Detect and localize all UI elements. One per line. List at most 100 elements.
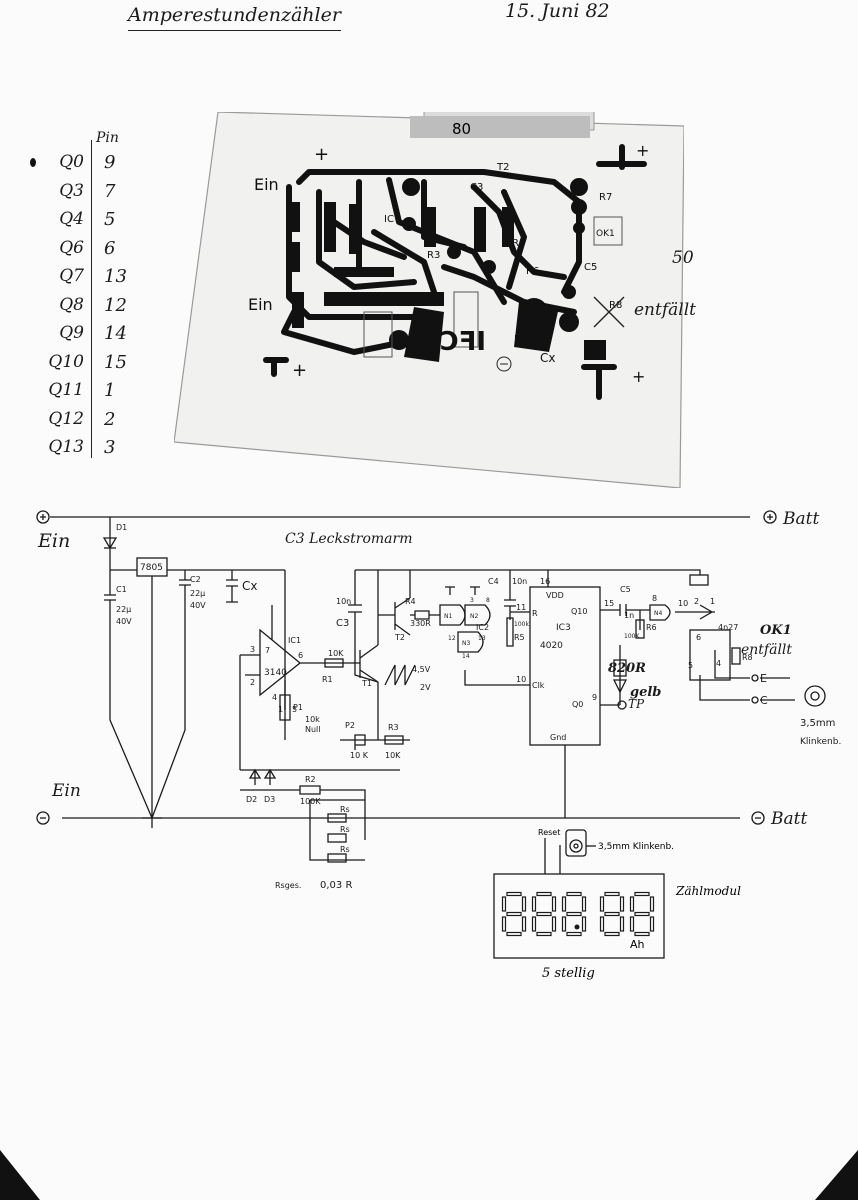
svg-text:4,5V: 4,5V <box>412 665 431 674</box>
svg-text:100K: 100K <box>624 633 640 640</box>
module-jack-label: 3,5mm Klinkenb. <box>598 842 674 852</box>
svg-text:Clk: Clk <box>532 681 545 690</box>
svg-text:0,03 R: 0,03 R <box>320 880 352 891</box>
svg-text:R: R <box>532 609 538 618</box>
svg-text:Rsges.: Rsges. <box>275 881 301 890</box>
tape-label: 80 <box>452 120 471 138</box>
pcb-cx: Cx <box>540 351 555 365</box>
output-label: Q0 <box>59 152 84 172</box>
display-segment <box>599 916 605 932</box>
pin-number: 1 <box>104 380 116 401</box>
display-segment <box>536 911 552 917</box>
pcb-c5: C5 <box>584 262 597 273</box>
svg-text:8: 8 <box>652 594 657 603</box>
svg-text:3: 3 <box>250 645 255 654</box>
svg-text:C4: C4 <box>488 577 499 586</box>
svg-text:N3: N3 <box>462 640 470 647</box>
svg-text:Rs: Rs <box>340 805 350 814</box>
svg-text:Klinkenb.: Klinkenb. <box>800 737 841 747</box>
pin-number: 9 <box>104 152 116 173</box>
svg-text:Gnd: Gnd <box>550 733 566 742</box>
pcb-ic: IC <box>384 214 394 225</box>
svg-text:IC3: IC3 <box>556 623 571 633</box>
svg-text:C3: C3 <box>336 618 349 629</box>
svg-text:N1: N1 <box>444 613 452 620</box>
svg-text:8: 8 <box>486 597 490 604</box>
decimal-point <box>574 924 580 930</box>
date-note: 15. Juni 82 <box>505 0 610 22</box>
svg-text:N2: N2 <box>470 613 478 620</box>
display-segment <box>501 916 507 932</box>
svg-text:4020: 4020 <box>540 641 563 651</box>
pcb-plus-bottom: + <box>292 360 307 381</box>
label-ok1-note: entfällt <box>741 642 792 658</box>
display-segment <box>536 891 552 897</box>
output-label: Q13 <box>48 437 84 457</box>
pcb-plus-br: + <box>632 367 645 386</box>
output-label: Q12 <box>48 408 84 429</box>
pin-table-divider <box>91 140 93 458</box>
pin-row: Q0 9 <box>40 152 160 182</box>
module-unit: Ah <box>630 938 645 951</box>
display-segment <box>521 896 527 912</box>
svg-text:4: 4 <box>716 659 721 668</box>
svg-text:Null: Null <box>305 725 321 734</box>
pcb-pads <box>286 178 606 362</box>
label-ein-minus: Ein <box>51 781 81 801</box>
svg-text:14: 14 <box>462 653 470 660</box>
svg-text:C: C <box>760 694 768 707</box>
pin-number: 12 <box>104 294 127 316</box>
pin-number: 2 <box>104 408 116 430</box>
pcb-logo: IFC <box>439 327 486 357</box>
pcb-plus-right: + <box>636 141 649 160</box>
display-segment <box>521 916 527 932</box>
svg-text:2: 2 <box>250 678 255 687</box>
svg-text:12: 12 <box>448 635 456 642</box>
svg-text:3: 3 <box>470 597 474 604</box>
svg-text:N4: N4 <box>654 610 662 617</box>
reset-label: Reset <box>538 828 560 837</box>
output-label: Q4 <box>59 209 84 229</box>
svg-text:100K: 100K <box>300 797 321 806</box>
svg-text:IC1: IC1 <box>288 636 301 645</box>
display-segment <box>604 911 620 917</box>
pin-number: 3 <box>104 437 116 458</box>
display-segment <box>619 916 625 932</box>
pcb-ok1: OK1 <box>596 229 615 239</box>
display-segment <box>531 896 537 912</box>
svg-text:Cx: Cx <box>242 579 257 593</box>
label-batt-plus: Batt <box>782 509 819 529</box>
display-segment <box>649 916 655 932</box>
svg-text:T2: T2 <box>394 633 405 642</box>
display-segment <box>566 891 582 897</box>
pcb-ein-top: Ein <box>254 175 279 194</box>
svg-text:VDD: VDD <box>546 591 564 600</box>
svg-text:C5: C5 <box>620 585 631 594</box>
svg-text:5: 5 <box>292 705 297 714</box>
svg-text:3140: 3140 <box>264 668 287 678</box>
display-segment <box>649 896 655 912</box>
label-820r: 820R <box>608 661 646 676</box>
svg-text:10 K: 10 K <box>350 751 369 760</box>
module-digits-note: 5 stellig <box>542 966 595 981</box>
svg-text:D2: D2 <box>246 795 257 804</box>
label-ok1: OK1 <box>760 623 792 638</box>
svg-text:3,5mm: 3,5mm <box>800 718 835 729</box>
pcb-r7: R7 <box>599 192 612 203</box>
svg-text:R5: R5 <box>514 633 525 642</box>
pcb-r1: R1 <box>512 238 525 249</box>
output-label: Q9 <box>59 323 84 343</box>
svg-text:22µ: 22µ <box>190 589 205 598</box>
svg-text:10n: 10n <box>512 577 527 586</box>
svg-text:R4: R4 <box>405 597 416 606</box>
label-ein-plus: Ein <box>37 530 70 552</box>
display-segment <box>581 896 587 912</box>
svg-text:10: 10 <box>516 675 526 684</box>
svg-text:1n: 1n <box>624 611 634 620</box>
display-segment <box>634 931 650 937</box>
label-batt-minus: Batt <box>770 809 807 829</box>
svg-text:Q0: Q0 <box>572 700 583 709</box>
